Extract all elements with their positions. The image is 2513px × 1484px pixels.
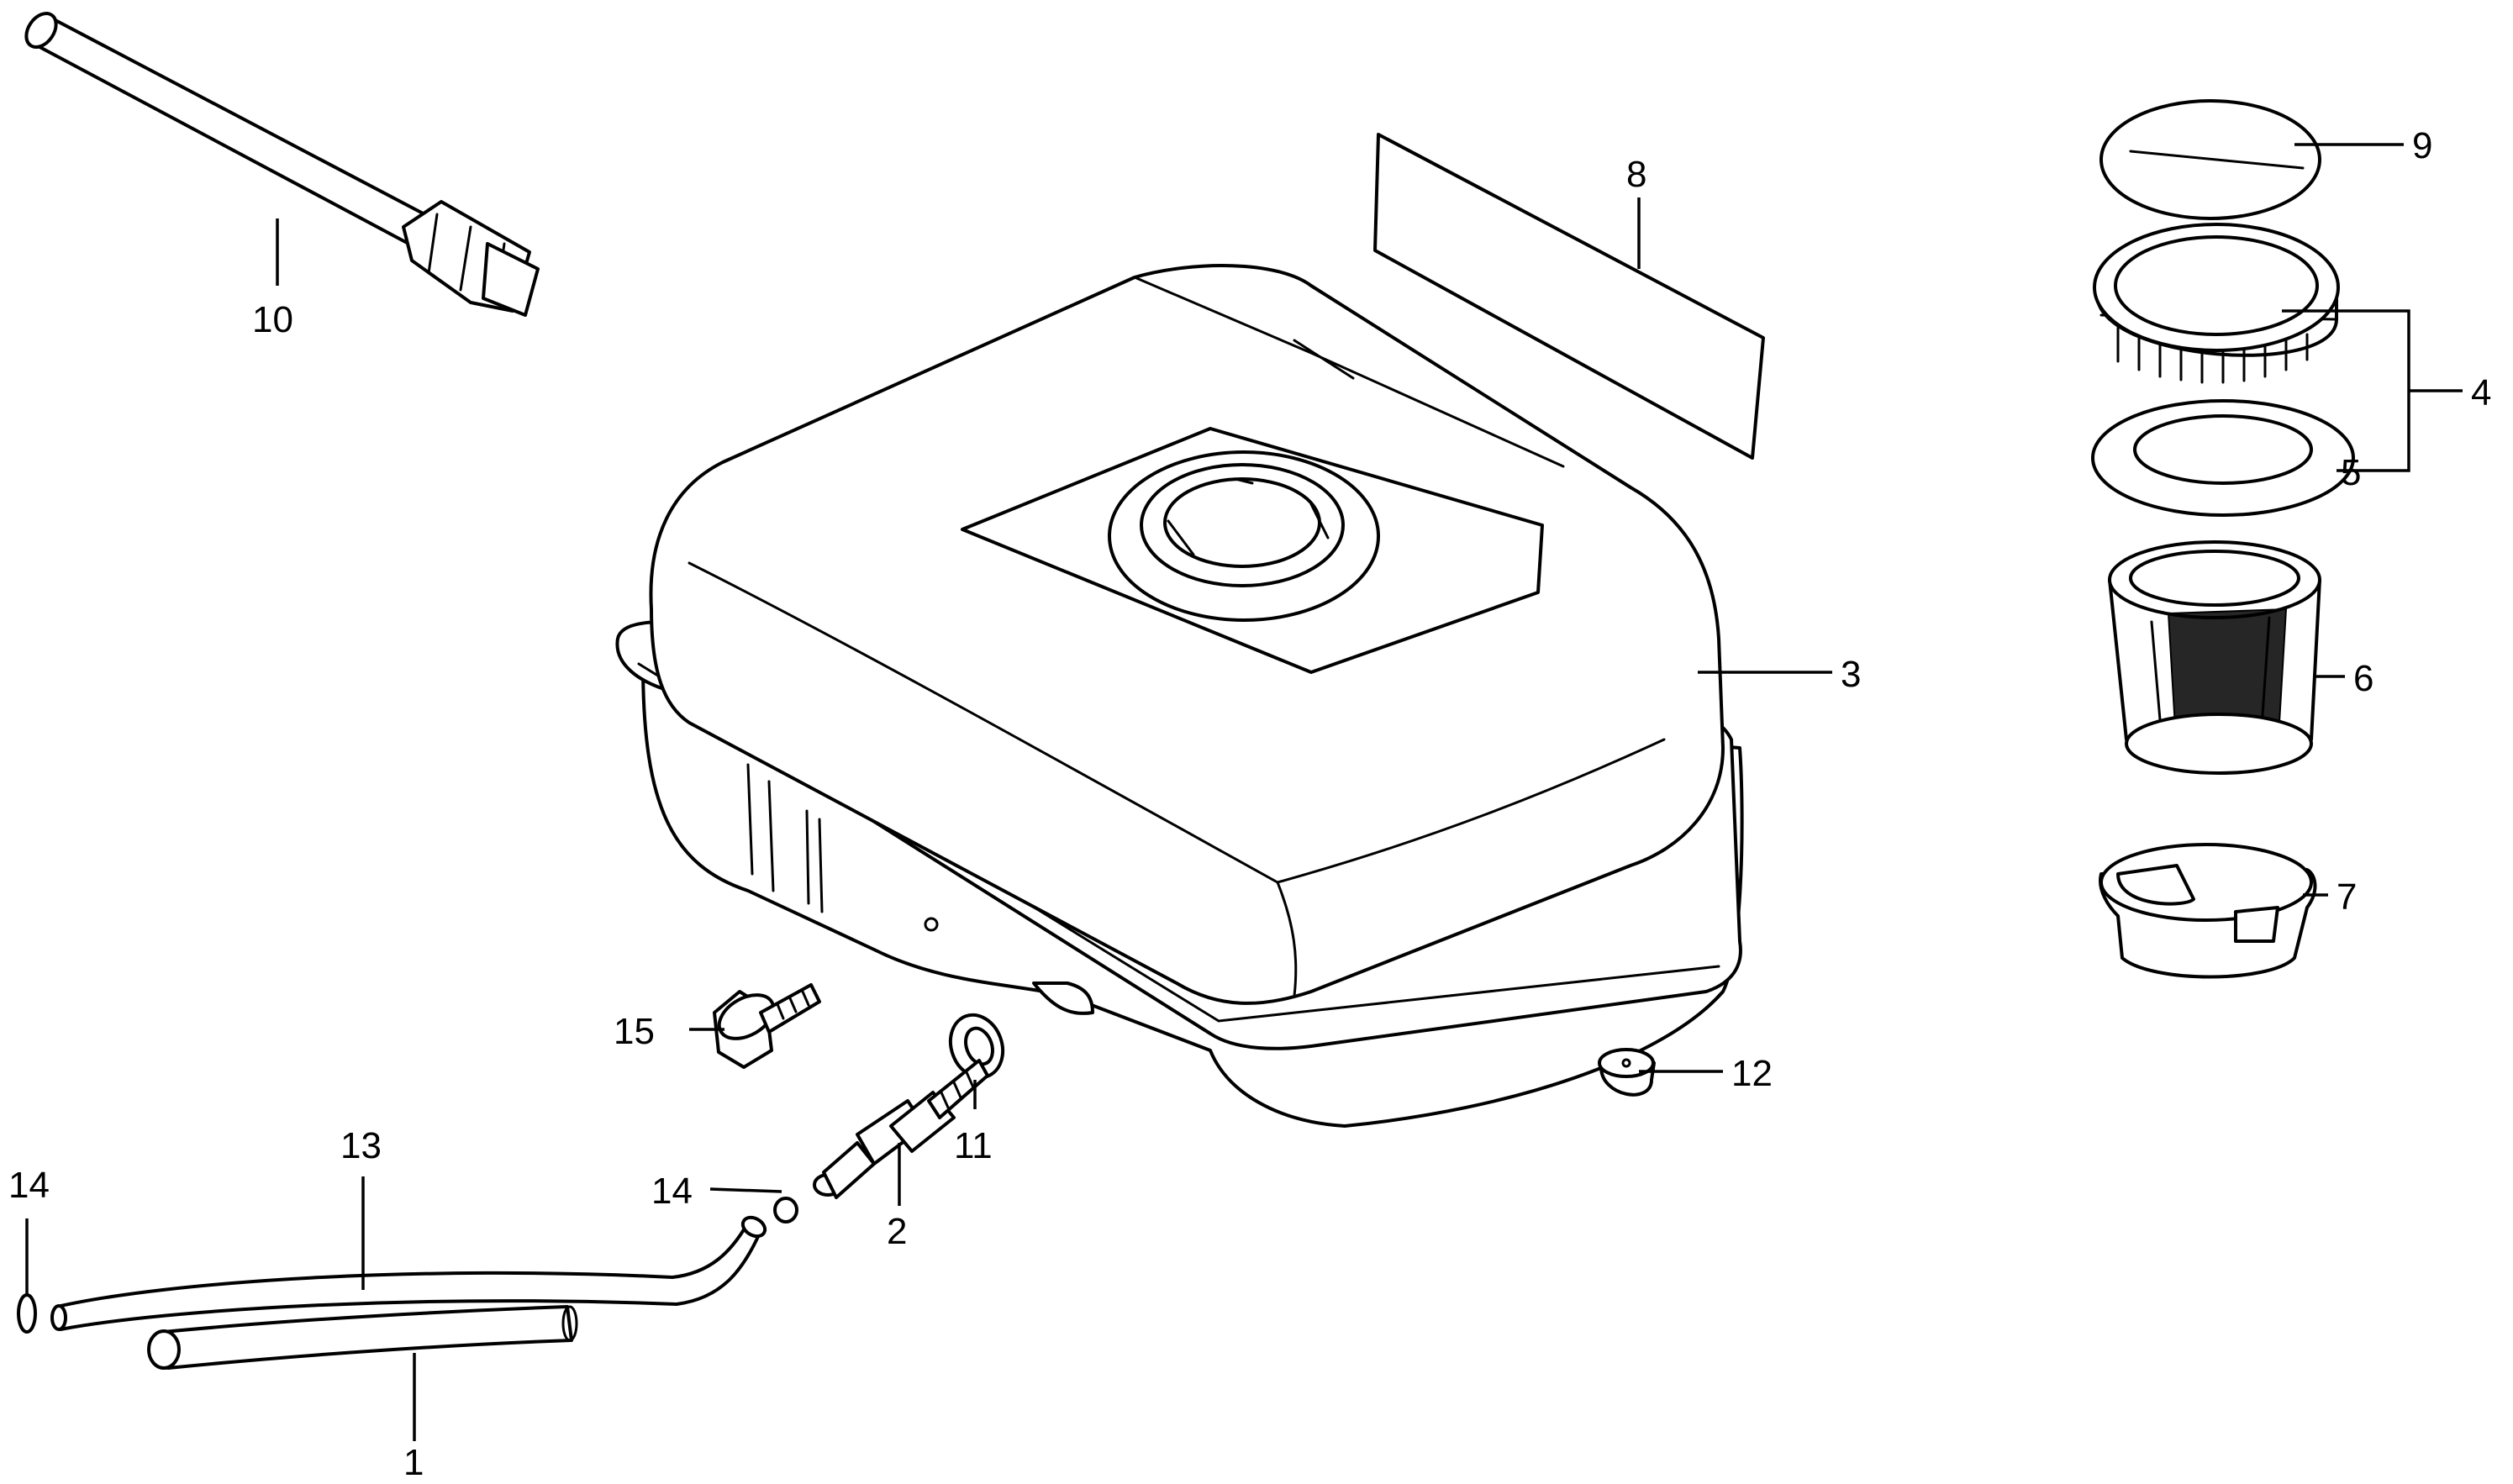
callout-9: 9	[2412, 125, 2432, 166]
callout-1: 1	[403, 1442, 424, 1480]
callout-10: 10	[252, 299, 293, 340]
callout-8: 8	[1626, 154, 1646, 195]
part-10-pipe	[24, 12, 540, 317]
callout-4: 4	[2471, 372, 2491, 413]
callout-12: 12	[1731, 1053, 1773, 1094]
part-11-washer	[948, 1013, 1005, 1080]
callout-2: 2	[887, 1211, 907, 1252]
callout-15: 15	[614, 1011, 655, 1052]
callout-11: 11	[954, 1125, 993, 1166]
callout-6: 6	[2353, 658, 2373, 699]
part-13-hose	[50, 1215, 767, 1331]
part-12-grommet	[1598, 1048, 1656, 1097]
part-1-hose	[147, 1305, 578, 1370]
part-9-disc	[2099, 99, 2321, 220]
callout-3: 3	[1841, 654, 1861, 695]
part-14-clip-center	[773, 1197, 798, 1224]
callout-14-left: 14	[8, 1165, 50, 1206]
part-4-filler-cap	[2093, 223, 2340, 384]
callout-5: 5	[2341, 452, 2361, 493]
callout-14-center: 14	[651, 1171, 693, 1212]
part-3-fuel-tank	[615, 264, 1744, 1128]
leader-lines	[25, 143, 2463, 1441]
part-2-fuel-valve	[813, 1059, 989, 1199]
part-7-retainer	[2099, 843, 2317, 979]
part-14-clip-left	[17, 1293, 37, 1334]
callout-labels: 10 8 9 4 5 3 6 7 15 11 2 12 13 14 14 1	[8, 125, 2491, 1483]
part-8-label	[1373, 133, 1765, 460]
part-5-washer	[2091, 399, 2355, 517]
part-6-strainer	[2108, 540, 2321, 775]
part-15-bolt	[713, 983, 821, 1069]
callout-13: 13	[340, 1125, 382, 1166]
callout-7: 7	[2337, 876, 2357, 918]
